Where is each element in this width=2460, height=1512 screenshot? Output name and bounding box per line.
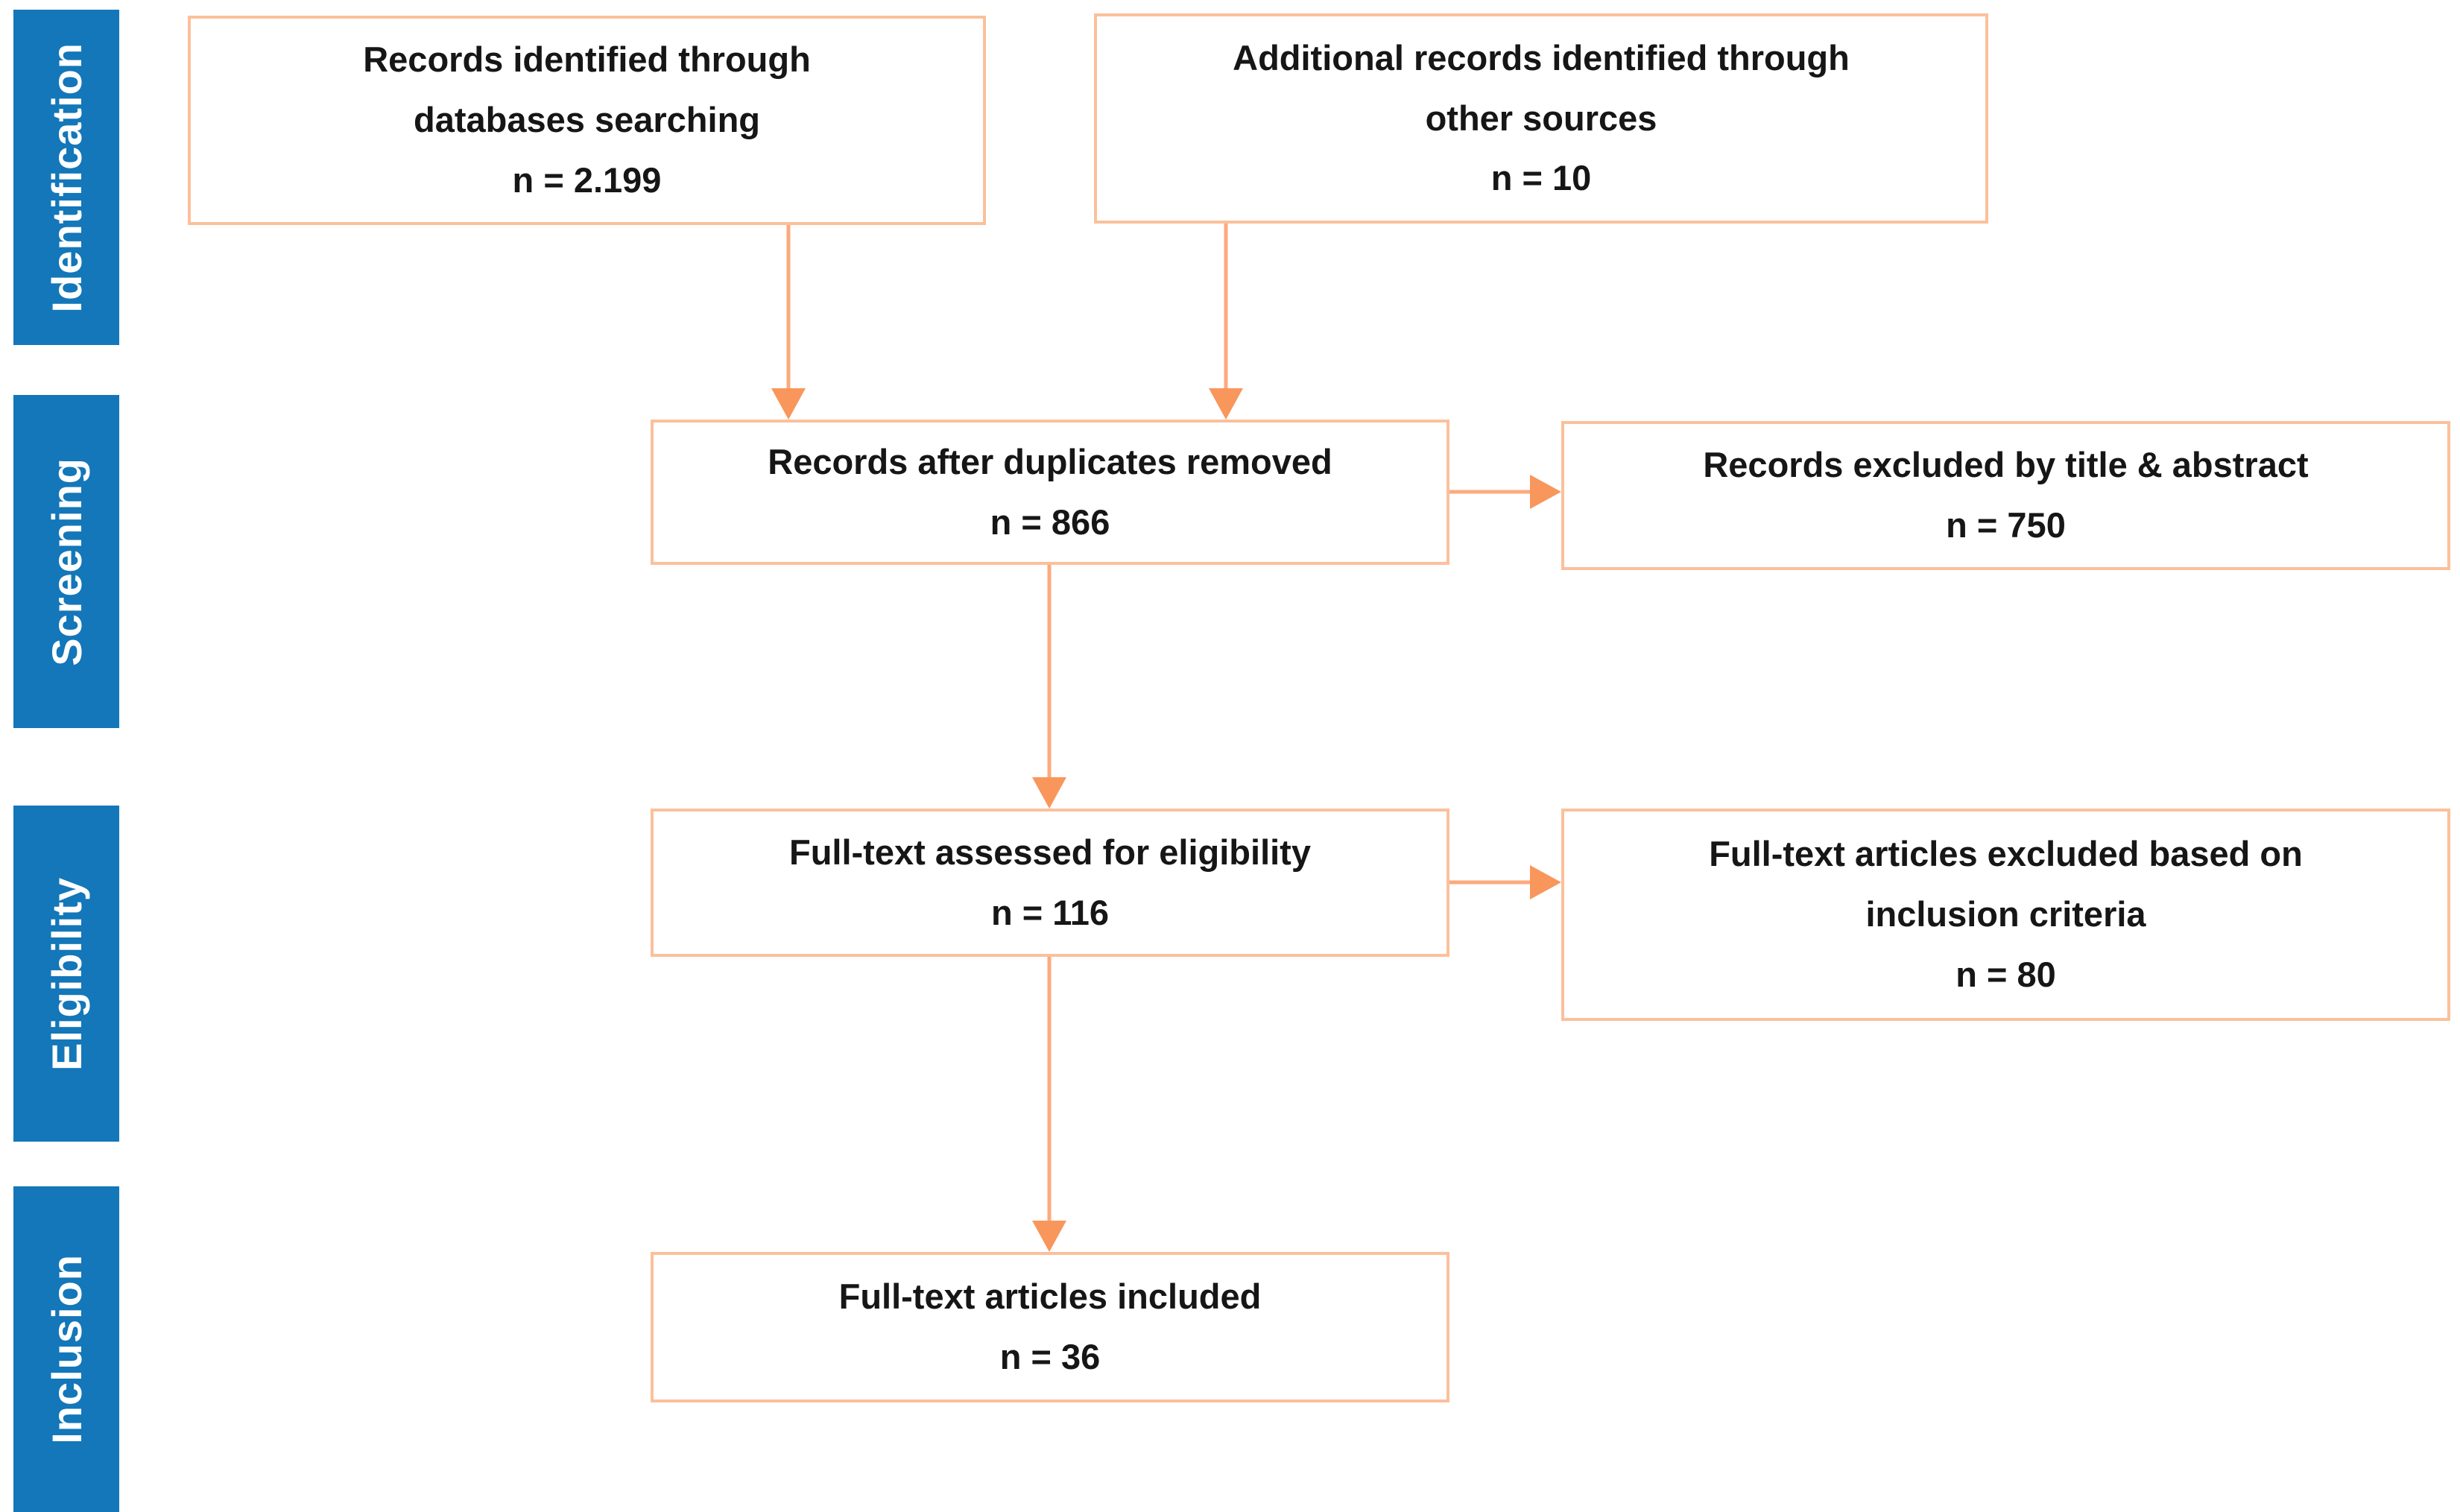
box-records-identified-databases: Records identified through databases sea… [188, 16, 986, 225]
box-count: n = 10 [1490, 158, 1592, 198]
box-count: n = 36 [999, 1337, 1101, 1376]
box-count: n = 750 [1946, 505, 2066, 545]
box-text-line: Records excluded by title & abstract [1703, 445, 2309, 485]
box-text-line: Additional records identified through [1233, 37, 1850, 78]
arrow-icon-duplicates-to-excluded [1449, 475, 1561, 508]
stage-label-eligibility: Eligibility [42, 876, 90, 1071]
box-text-line: Full-text articles excluded based on [1709, 834, 2303, 874]
box-records-after-duplicates: Records after duplicates removed n = 866 [651, 420, 1449, 565]
box-count: n = 80 [1955, 954, 2056, 994]
stage-bar-inclusion: Inclusion [13, 1186, 119, 1512]
box-text-line: Full-text articles included [838, 1277, 1262, 1317]
box-fulltext-articles-included: Full-text articles included n = 36 [651, 1252, 1449, 1402]
box-text-line: inclusion criteria [1865, 894, 2146, 934]
box-text-line: Full-text assessed for eligibility [789, 832, 1311, 872]
box-records-excluded-title-abstract: Records excluded by title & abstract n =… [1561, 421, 2450, 570]
arrow-icon-other-sources-to-duplicates [1208, 224, 1244, 420]
box-fulltext-assessed-eligibility: Full-text assessed for eligibility n = 1… [651, 809, 1449, 957]
stage-bar-eligibility: Eligibility [13, 806, 119, 1142]
box-additional-records-other-sources: Additional records identified through ot… [1094, 13, 1988, 224]
box-count: n = 866 [990, 502, 1110, 542]
stage-label-identification: Identification [42, 42, 90, 313]
stage-label-inclusion: Inclusion [42, 1254, 90, 1444]
box-fulltext-excluded-inclusion-criteria: Full-text articles excluded based on inc… [1561, 809, 2450, 1021]
arrow-icon-fulltext-to-included [1031, 957, 1067, 1252]
arrow-icon-duplicates-to-fulltext [1031, 565, 1067, 809]
box-text-line: other sources [1425, 98, 1657, 138]
box-count: n = 116 [990, 892, 1110, 932]
box-text-line: databases searching [414, 100, 760, 140]
box-count: n = 2.199 [512, 159, 662, 200]
box-text-line: Records after duplicates removed [768, 441, 1332, 481]
arrow-icon-fulltext-to-excluded [1449, 866, 1561, 899]
box-text-line: Records identified through [363, 39, 811, 80]
arrow-icon-databases-to-duplicates [771, 225, 806, 420]
stage-label-screening: Screening [42, 457, 90, 666]
stage-bar-identification: Identification [13, 10, 119, 345]
stage-bar-screening: Screening [13, 395, 119, 728]
